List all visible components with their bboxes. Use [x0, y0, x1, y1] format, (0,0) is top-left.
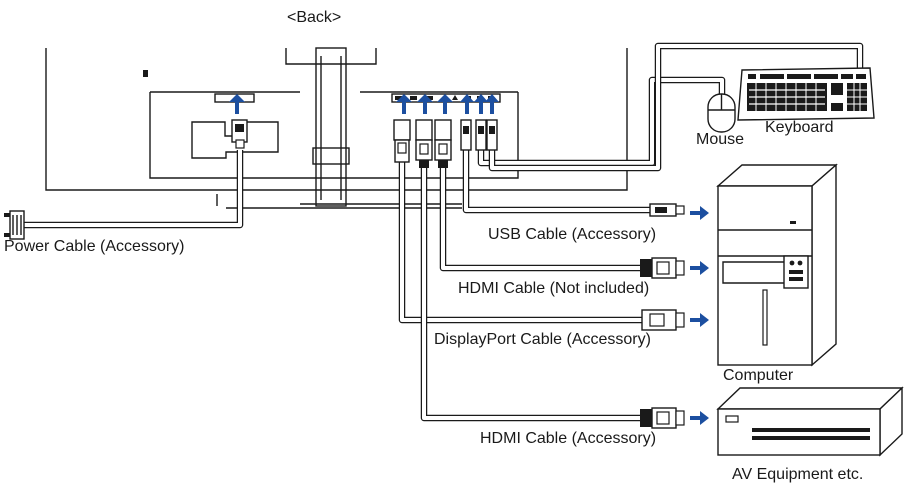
- hdmi-accessory-label: HDMI Cable (Accessory): [480, 430, 657, 447]
- connection-arrow-icon: [690, 313, 709, 327]
- displayport-cable-label: DisplayPort Cable (Accessory): [434, 331, 651, 348]
- connection-arrow-icon: [690, 261, 709, 275]
- port-arrows: [229, 94, 499, 114]
- connection-arrow-icon: [485, 94, 499, 114]
- power-cable-label: Power Cable (Accessory): [4, 238, 185, 255]
- hdmi-end-connector-2: [640, 407, 685, 429]
- connection-arrow-icon: [474, 94, 488, 114]
- displayport-end-connector: [641, 309, 685, 331]
- computer-label: Computer: [723, 367, 794, 384]
- mouse-icon: [707, 93, 736, 133]
- usb-end-connector: [649, 203, 685, 217]
- hdmi-not-included-label: HDMI Cable (Not included): [458, 280, 650, 297]
- monitor-back: [45, 47, 628, 209]
- page-title: <Back>: [287, 9, 342, 26]
- mouse-label: Mouse: [696, 131, 745, 148]
- hdmi-end-connector-1: [640, 257, 685, 279]
- connection-arrow-icon: [229, 94, 245, 114]
- connection-arrow-icon: [396, 94, 412, 114]
- usb-cable-label: USB Cable (Accessory): [488, 226, 657, 243]
- device-arrows: [690, 206, 709, 425]
- connection-arrow-icon: [460, 94, 474, 114]
- keyboard-icon: [737, 67, 875, 121]
- monitor-connectors: [231, 119, 498, 168]
- av-equipment-label: AV Equipment etc.: [732, 466, 864, 483]
- computer-tower-icon: [716, 163, 838, 367]
- connection-arrow-icon: [437, 94, 453, 114]
- av-equipment-icon: [716, 386, 904, 457]
- lock-icon: [143, 70, 148, 77]
- keyboard-label: Keyboard: [765, 119, 834, 136]
- connection-arrow-icon: [417, 94, 433, 114]
- cables: [22, 42, 864, 422]
- power-plug-icon: [4, 210, 25, 240]
- connection-arrow-icon: [690, 206, 709, 220]
- connection-arrow-icon: [690, 411, 709, 425]
